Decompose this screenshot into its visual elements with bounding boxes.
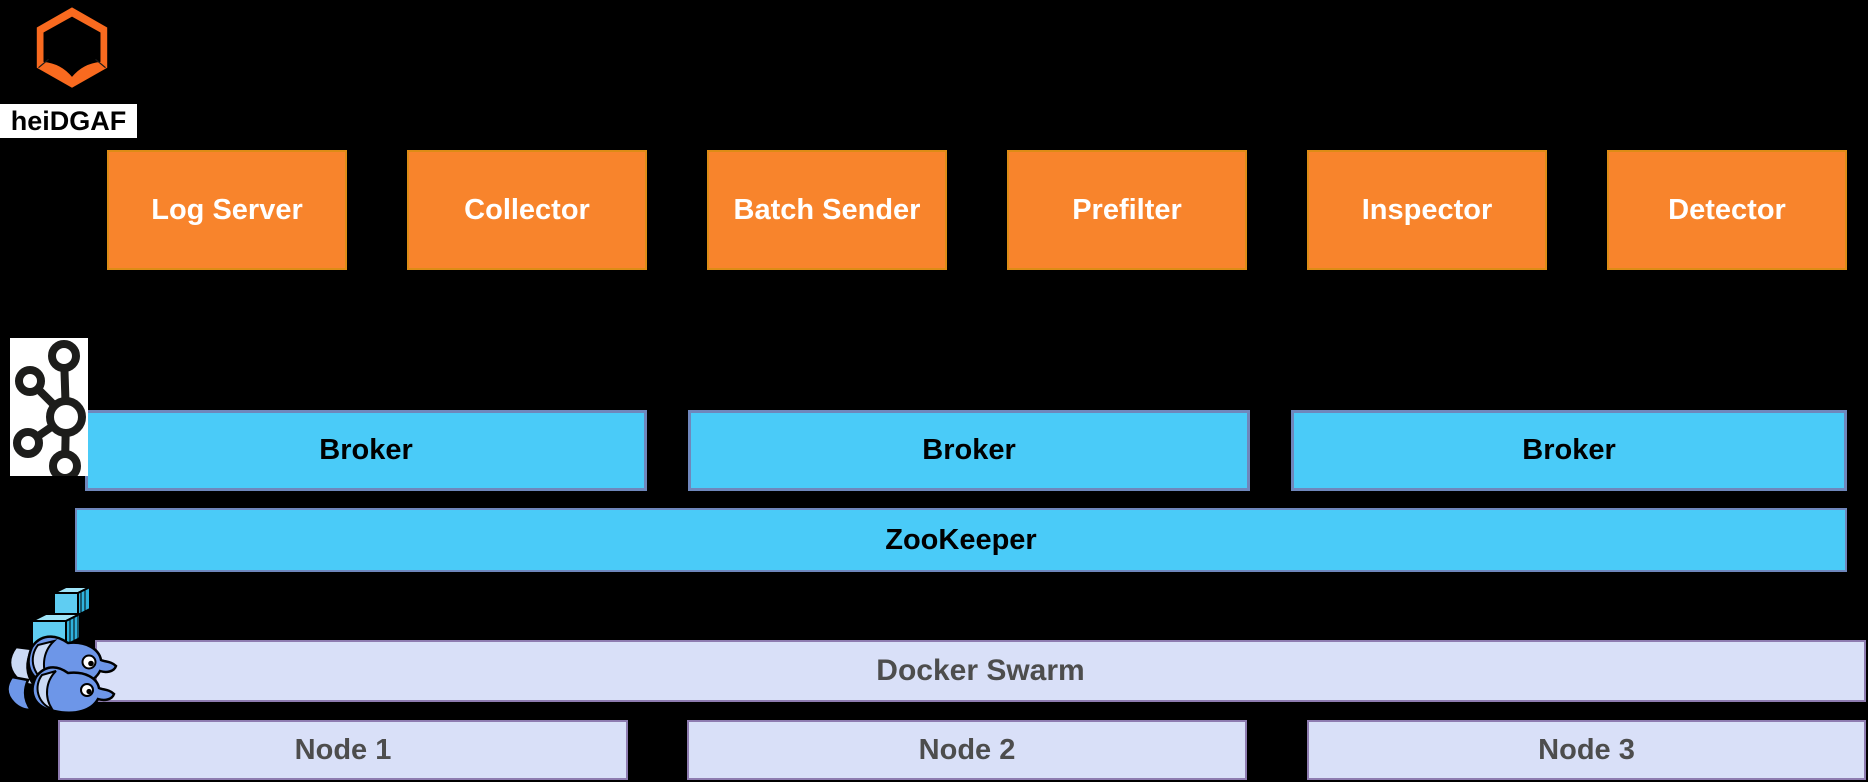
node-box-2: Node 2 bbox=[687, 720, 1247, 780]
node-box-1: Node 1 bbox=[58, 720, 628, 780]
node-box-3: Node 3 bbox=[1307, 720, 1866, 780]
service-box-inspector: Inspector bbox=[1307, 150, 1547, 270]
zookeeper-bar: ZooKeeper bbox=[75, 508, 1847, 572]
service-box-detector: Detector bbox=[1607, 150, 1847, 270]
service-box-log-server: Log Server bbox=[107, 150, 347, 270]
broker-box-1: Broker bbox=[85, 410, 647, 491]
broker-box-2: Broker bbox=[688, 410, 1250, 491]
broker-box-3: Broker bbox=[1291, 410, 1847, 491]
docker-swarm-bar: Docker Swarm bbox=[95, 640, 1866, 702]
heidgaf-logo-icon bbox=[36, 7, 108, 88]
docker-swarm-icon bbox=[6, 586, 118, 715]
service-box-prefilter: Prefilter bbox=[1007, 150, 1247, 270]
service-box-collector: Collector bbox=[407, 150, 647, 270]
service-box-batch-sender: Batch Sender bbox=[707, 150, 947, 270]
heidgaf-logo-label: heiDGAF bbox=[0, 104, 137, 138]
kafka-icon bbox=[10, 338, 88, 476]
